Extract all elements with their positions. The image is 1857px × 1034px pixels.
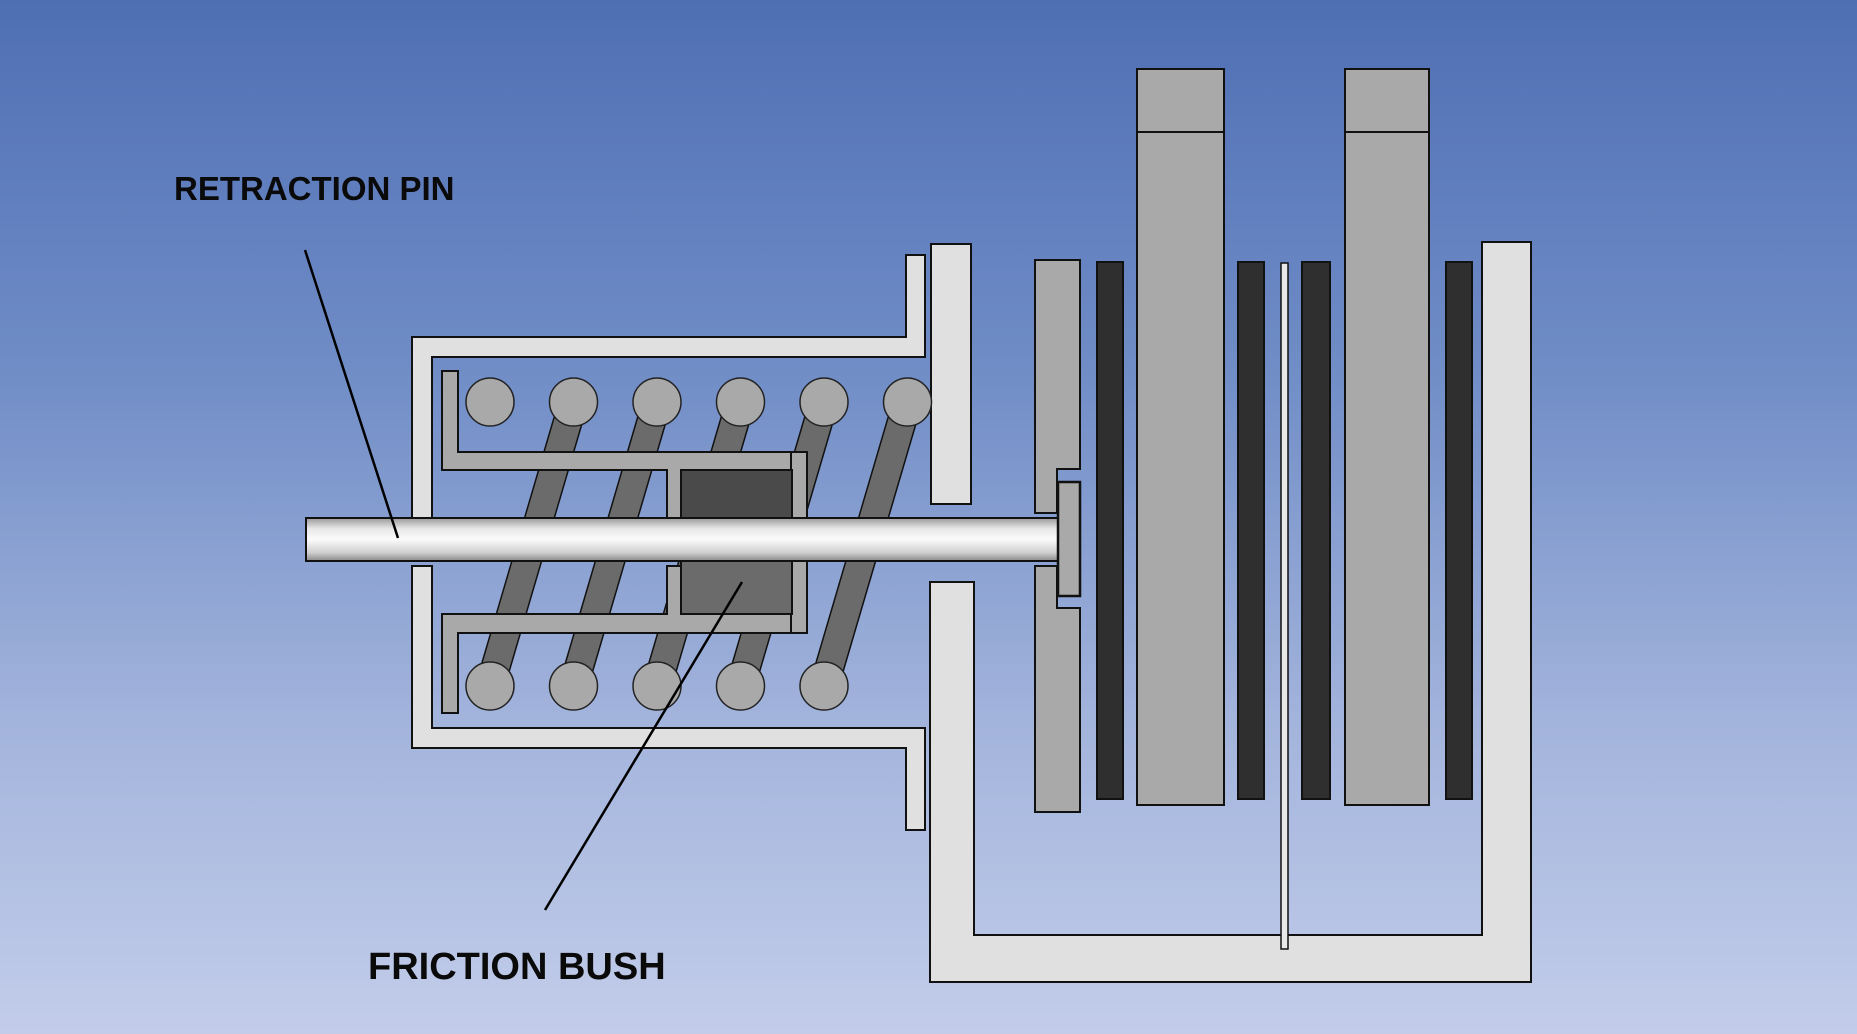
- spring-housing-bottom: [411, 565, 926, 831]
- retraction-pin: [305, 517, 1060, 562]
- spring-coil: [548, 377, 599, 427]
- friction-bush-lower: [680, 560, 793, 615]
- spring-coil: [465, 377, 515, 427]
- housing-top-flange: [930, 243, 972, 505]
- friction-disc: [1445, 261, 1473, 800]
- spring-coil: [799, 661, 849, 711]
- spring-coil: [632, 377, 682, 427]
- spring-coil: [632, 661, 682, 711]
- pressure-plate-lower: [1034, 565, 1081, 813]
- friction-bush-upper: [680, 469, 793, 519]
- spring-coil: [465, 661, 515, 711]
- friction-disc: [1096, 261, 1124, 800]
- retraction-pin-leader: [303, 249, 400, 539]
- spring-coil: [548, 661, 599, 711]
- outer-housing: [929, 241, 1532, 983]
- retraction-pin-head: [1056, 480, 1082, 598]
- spring-housing-top: [411, 254, 926, 519]
- spring-coil: [715, 661, 766, 711]
- spring-coil: [715, 377, 766, 427]
- friction-disc: [1301, 261, 1331, 800]
- rotor-plate: [1136, 68, 1225, 806]
- friction-bush-label: FRICTION BUSH: [368, 946, 666, 988]
- pressure-plate: [1034, 259, 1081, 514]
- spring-coils: [465, 377, 933, 711]
- spring-coil: [882, 377, 933, 427]
- stator-separator: [1280, 262, 1289, 950]
- friction-disc: [1237, 261, 1265, 800]
- spring-coil: [799, 377, 849, 427]
- rotor-plate: [1344, 68, 1430, 806]
- retraction-pin-label: RETRACTION PIN: [174, 170, 455, 207]
- friction-bush-leader: [543, 581, 744, 911]
